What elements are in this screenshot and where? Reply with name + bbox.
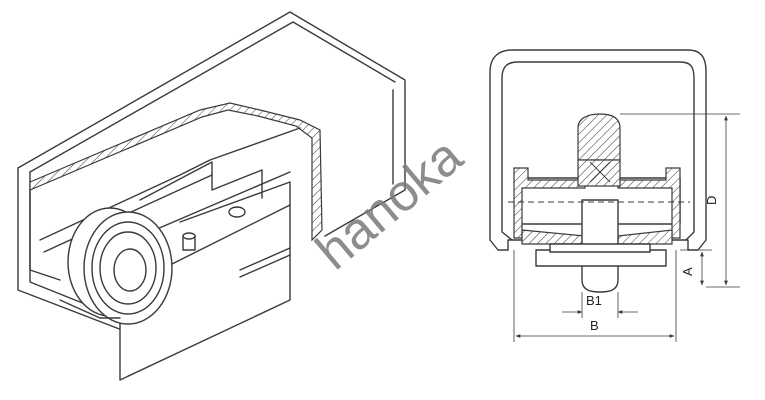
- section-rail-outer: [489, 49, 707, 251]
- bolt-head: [182, 232, 196, 240]
- trolley-body: [119, 204, 291, 381]
- dim-b1-label: B1: [586, 293, 602, 308]
- dim-a-label: A: [680, 267, 695, 276]
- rail-right-face: [324, 89, 406, 237]
- rail-cut-section: [29, 102, 323, 242]
- trolley-bracket-edge: [149, 171, 291, 233]
- bottom-plate-left: [521, 229, 586, 245]
- section-view: D A B1 B: [489, 49, 740, 342]
- rail-bottom-lip: [59, 299, 121, 319]
- rail-top-inner-edge: [29, 21, 396, 173]
- front-wheel-hub: [113, 248, 147, 292]
- rail-front-left: [17, 167, 123, 331]
- dim-b-label: B: [590, 318, 599, 333]
- bottom-plate-right: [617, 229, 673, 245]
- base-washer: [549, 243, 651, 253]
- front-wheel-groove: [99, 231, 157, 305]
- right-wheel-section: [617, 167, 681, 239]
- axle-pin: [228, 206, 246, 218]
- hanger-cross-1: [589, 161, 611, 183]
- front-wheel-rim: [91, 221, 165, 315]
- trolley-slot-2: [239, 254, 291, 278]
- hanger-top-section: [577, 113, 621, 161]
- isometric-trolley-view: [17, 11, 406, 381]
- trolley-bracket-edge-2: [179, 181, 291, 223]
- section-rail-inner: [501, 61, 695, 241]
- trolley-bracket-top: [139, 161, 263, 201]
- trolley-slot-1: [239, 247, 291, 271]
- rail-top-outline: [17, 11, 406, 169]
- left-wheel-section: [513, 167, 586, 239]
- dim-d-label: D: [704, 196, 719, 205]
- watermark-text: hanoka: [305, 127, 473, 281]
- rail-inner-wall: [29, 189, 61, 281]
